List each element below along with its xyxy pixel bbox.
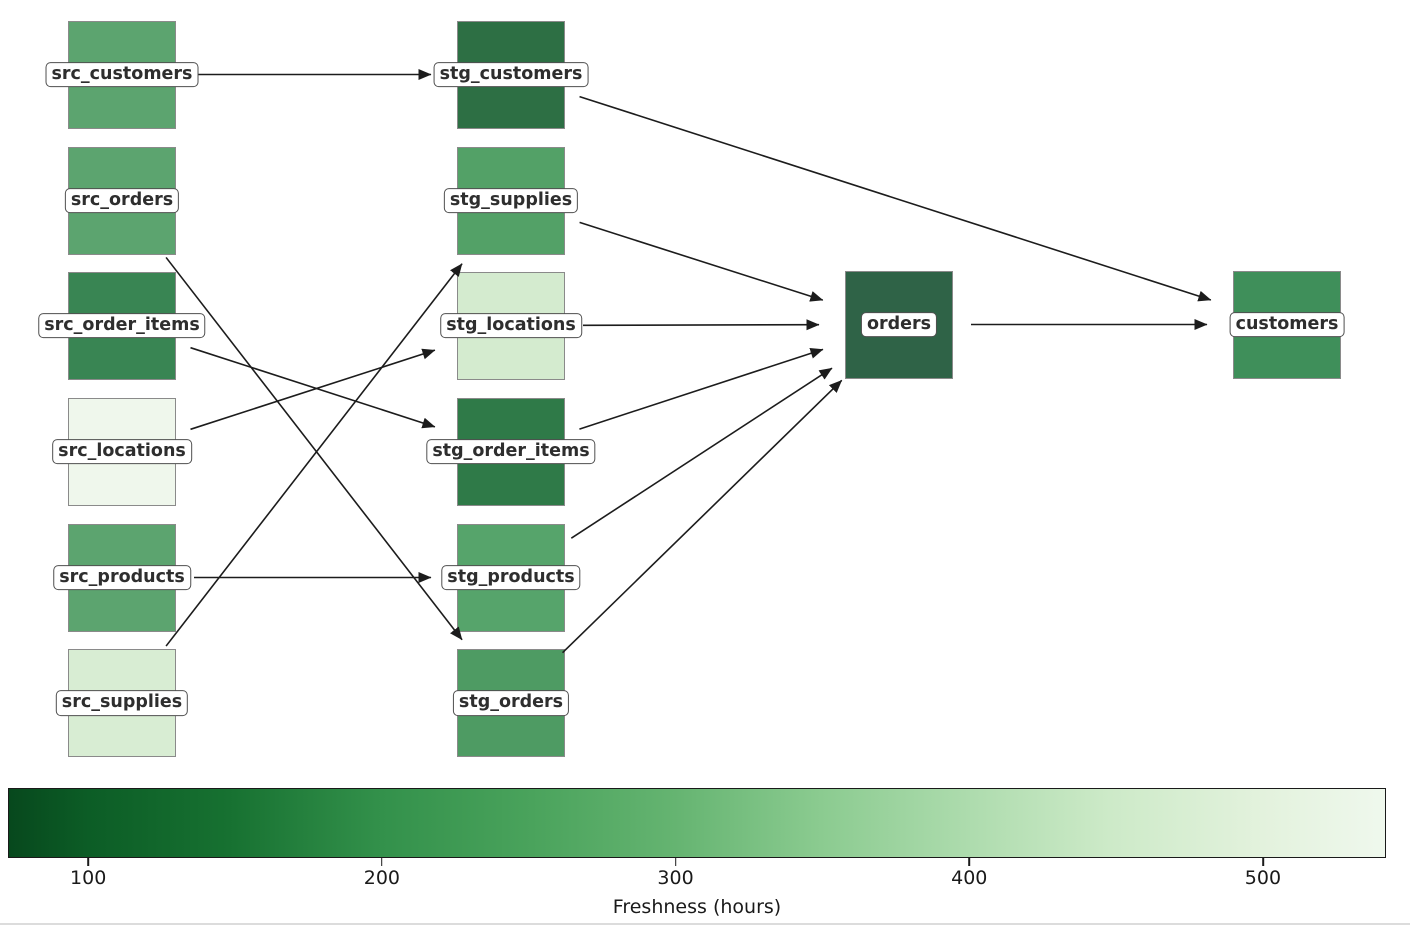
colorbar-tick-mark-400 xyxy=(968,858,971,866)
colorbar-tick-mark-100 xyxy=(87,858,89,866)
node-label-src_order_items: src_order_items xyxy=(38,312,206,339)
node-label-orders: orders xyxy=(860,311,938,338)
node-label-src_products: src_products xyxy=(53,564,191,591)
figure-bottom-rule xyxy=(0,923,1410,925)
edge-stg_order_items-to-orders xyxy=(579,348,824,430)
colorbar-tick-label-500: 500 xyxy=(1244,867,1282,889)
colorbar xyxy=(8,788,1386,858)
edge-src_orders-to-stg_orders xyxy=(165,256,463,641)
edge-stg_locations-to-orders xyxy=(582,319,820,331)
edge-stg_products-to-orders xyxy=(570,367,833,539)
colorbar-tick-label-300: 300 xyxy=(657,867,694,889)
colorbar-tick-mark-500 xyxy=(1262,858,1264,866)
node-label-src_locations: src_locations xyxy=(52,438,192,465)
node-label-stg_customers: stg_customers xyxy=(433,61,589,88)
edge-stg_orders-to-orders xyxy=(561,379,843,654)
edge-stg_supplies-to-orders xyxy=(579,221,824,302)
colorbar-tick-label-200: 200 xyxy=(363,867,400,889)
node-label-stg_supplies: stg_supplies xyxy=(443,187,579,214)
colorbar-tick-label-100: 100 xyxy=(70,867,107,889)
node-label-src_supplies: src_supplies xyxy=(55,690,189,716)
node-label-stg_order_items: stg_order_items xyxy=(426,438,596,465)
node-label-stg_products: stg_products xyxy=(441,564,581,591)
node-label-src_customers: src_customers xyxy=(45,61,199,88)
colorbar-axis-label: Freshness (hours) xyxy=(612,896,782,918)
edges-layer xyxy=(165,69,1212,654)
colorbar-tick-mark-300 xyxy=(674,858,677,866)
node-label-customers: customers xyxy=(1229,311,1345,338)
node-label-src_orders: src_orders xyxy=(64,187,180,214)
edge-src_locations-to-stg_locations xyxy=(190,348,436,431)
edge-stg_customers-to-customers xyxy=(579,95,1212,302)
colorbar-tick-label-400: 400 xyxy=(951,867,988,889)
colorbar-tick-mark-200 xyxy=(381,858,383,866)
edge-src_supplies-to-stg_supplies xyxy=(165,263,463,647)
node-label-stg_orders: stg_orders xyxy=(452,690,570,716)
edge-src_order_items-to-stg_order_items xyxy=(190,346,436,429)
node-label-stg_locations: stg_locations xyxy=(440,312,582,339)
